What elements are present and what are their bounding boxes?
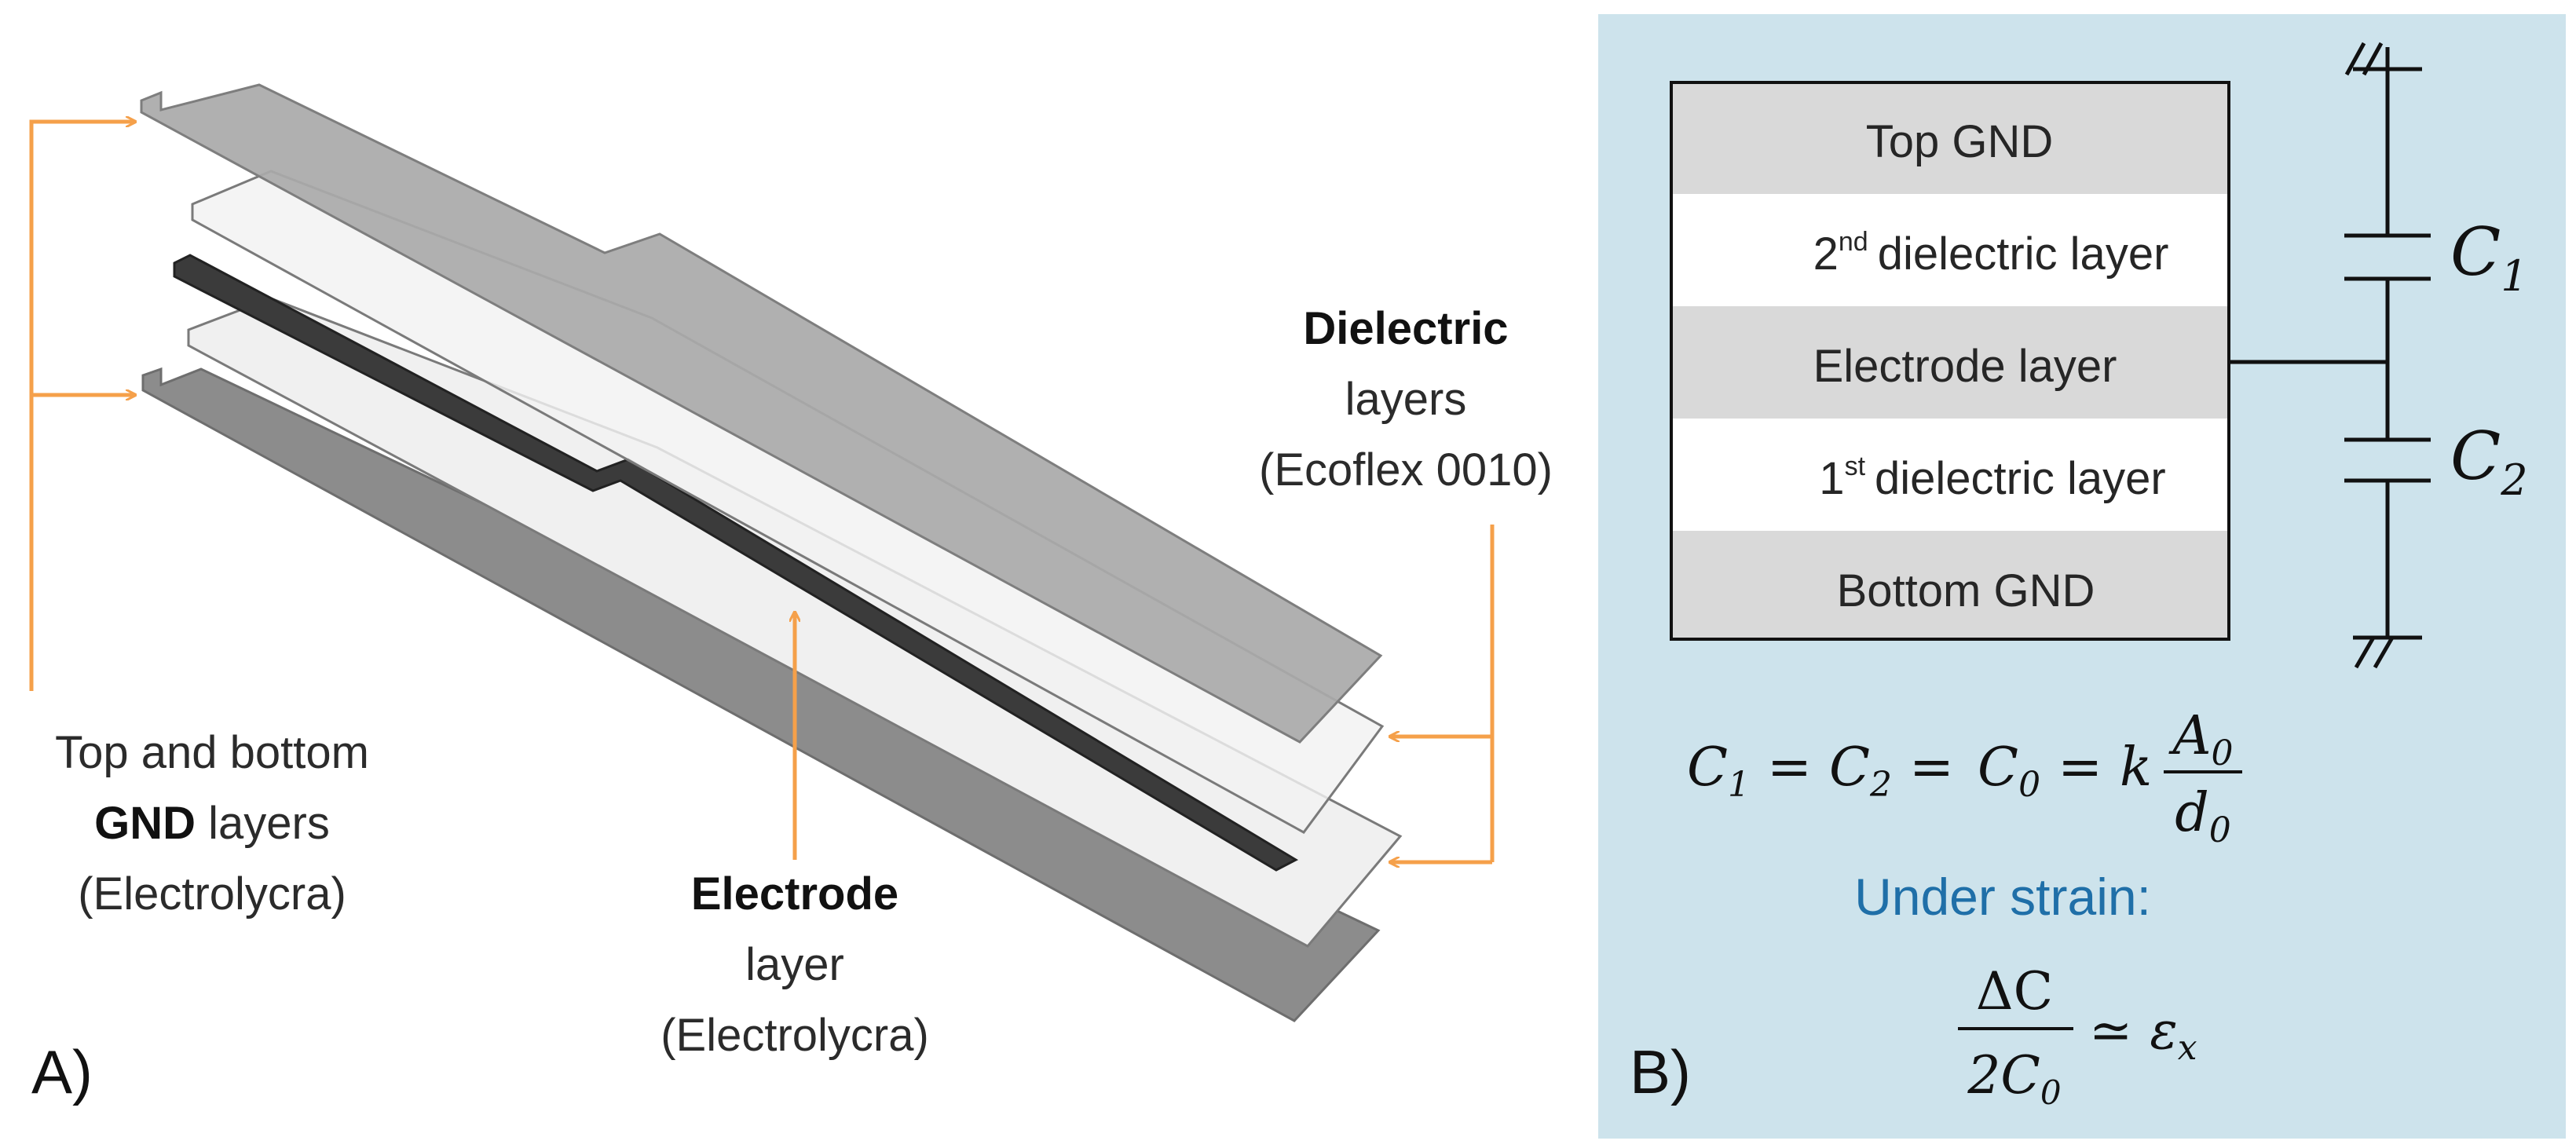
second-text: dielectric layer (1878, 229, 2169, 280)
circuit (2229, 42, 2431, 669)
eq-sub2: 2 (1869, 765, 1892, 805)
second-sup: nd (1839, 227, 1868, 257)
electrode-label-line2: layer (745, 939, 844, 990)
eq-c2: C (1829, 737, 1870, 799)
stack-bottom-gnd (1671, 531, 2229, 639)
equation-left: C1=C2=C0=k (1687, 737, 2152, 805)
first-text: dielectric layer (1875, 453, 2166, 504)
gnd-label-line2: GND layers (94, 798, 330, 849)
eq-suba: 0 (2212, 733, 2234, 773)
strain-subx: x (2178, 1028, 2197, 1068)
strain-c: C (2000, 1045, 2040, 1106)
c2-sub: 2 (2500, 455, 2527, 505)
eq-c0: C (1978, 737, 2018, 799)
gnd-label-rest: layers (196, 798, 330, 849)
dielectric-bracket-line (1390, 525, 1495, 737)
eq-sub1: 1 (1728, 765, 1750, 805)
eq-eq3: = (2058, 737, 2102, 799)
stack-second-dielectric (1671, 194, 2229, 306)
stack-bottom-gnd-label: Bottom GND (1837, 565, 2095, 616)
gnd-bracket-line (29, 122, 135, 691)
strain-equation: ΔC 2C0 ≃ εx (1958, 961, 2197, 1112)
eq-sub0: 0 (2018, 765, 2040, 805)
strain-sub: 0 (2040, 1073, 2062, 1112)
stack-top-gnd-label: Top GND (1866, 116, 2054, 167)
dielectric-label: Dielectric layers (Ecoflex 0010) (1259, 303, 1553, 495)
dielectric-label-line1: Dielectric (1303, 303, 1508, 354)
panel-a: Top and bottom GND layers (Electrolycra)… (29, 83, 1553, 1106)
c1-label: C1 (2450, 214, 2528, 301)
eq-subd: 0 (2209, 810, 2231, 850)
eq-eq2: = (1909, 737, 1954, 799)
gnd-label-bold: GND (94, 798, 196, 849)
electrode-layer (173, 254, 1299, 872)
equation-denominator: d0 (2175, 782, 2231, 850)
strain-eps: ε (2150, 1000, 2177, 1061)
strain-approx: ≃ (2089, 1000, 2132, 1061)
dielectric-label-line2: layers (1345, 374, 1467, 425)
eq-eq1: = (1767, 737, 1812, 799)
c2-label: C2 (2450, 418, 2528, 505)
panel-b-letter: B) (1630, 1037, 1691, 1106)
eq-a: A (2168, 705, 2211, 767)
capacitance-equation: C1=C2=C0=k A0 d0 (1687, 705, 2242, 850)
circuit-ground-bottom-a (2354, 636, 2376, 669)
panel-a-letter: A) (31, 1037, 93, 1106)
first-sup: st (1845, 452, 1866, 481)
stack-electrode (1671, 306, 2229, 419)
top-gnd-layer (140, 83, 1383, 744)
circuit-ground-top-a (2344, 42, 2366, 76)
electrode-label: Electrode layer (Electrolycra) (660, 868, 929, 1061)
under-strain-label: Under strain: (1854, 868, 2151, 926)
dielectric-label-line3: (Ecoflex 0010) (1259, 444, 1553, 495)
second-prefix: 2 (1813, 229, 1839, 280)
circuit-ground-bottom-b (2373, 636, 2395, 669)
first-prefix: 1 (1819, 453, 1844, 504)
stack-electrode-label: Electrode layer (1813, 341, 2117, 392)
strain-numerator: ΔC (1976, 961, 2053, 1022)
eq-k: k (2120, 737, 2152, 799)
strain-two: 2 (1967, 1045, 2000, 1106)
stack-top-gnd (1671, 82, 2229, 194)
electrode-label-line3: (Electrolycra) (660, 1010, 929, 1061)
c1-sym: C (2450, 214, 2501, 291)
equation-numerator: A0 (2168, 705, 2233, 773)
stack-second-dielectric-label: 2nd dielectric layer (1813, 227, 2169, 280)
layer-stack: Top GND 2nd dielectric layer Electrode la… (1670, 81, 2230, 641)
c1-sub: 1 (2501, 251, 2527, 301)
eq-c1: C (1687, 737, 1728, 799)
gnd-label-line1: Top and bottom (55, 727, 369, 778)
stack-first-dielectric-label: 1st dielectric layer (1819, 452, 2165, 504)
strain-denominator: 2C0 (1967, 1045, 2061, 1112)
eq-d: d (2175, 782, 2209, 844)
strain-right: ≃ εx (2089, 1000, 2197, 1068)
stack-first-dielectric (1671, 419, 2229, 531)
gnd-label-line3: (Electrolycra) (78, 868, 346, 919)
gnd-label: Top and bottom GND layers (Electrolycra) (55, 727, 369, 919)
electrode-label-line1: Electrode (691, 868, 898, 919)
c2-sym: C (2450, 418, 2501, 495)
